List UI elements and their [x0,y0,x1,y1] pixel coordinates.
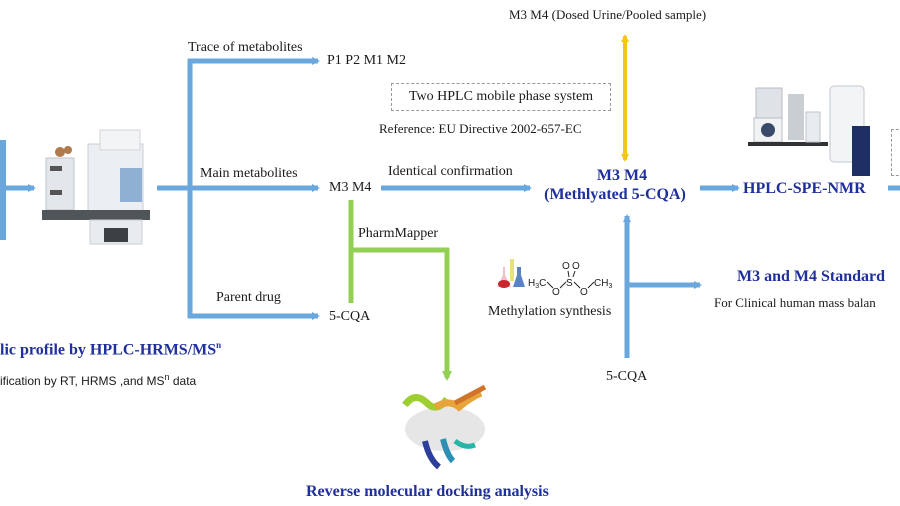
standards-title: M3 and M4 Standard [737,268,886,285]
methylation-formula: H3C O S O O O CH3 [528,260,623,298]
parent-target: 5-CQA [329,309,371,324]
svg-text:O: O [552,287,560,296]
trace-label: Trace of metabolites [188,40,303,55]
urine-sample-label: M3 M4 (Dosed Urine/Pooled sample) [509,7,707,22]
svg-text:O: O [580,287,588,296]
pharmmapper-label: PharmMapper [358,226,439,241]
trace-target: P1 P2 M1 M2 [327,53,406,68]
docking-label: Reverse molecular docking analysis [306,483,549,500]
protein-structure [395,384,495,475]
mobile-phase-box: Two HPLC mobile phase system [391,83,611,111]
svg-text:O: O [572,261,580,272]
hplc-hrms-instrument-icon [42,129,150,245]
standards-subtitle: For Clinical human mass balan [714,295,876,310]
center-node-line2: (Methlyated 5-CQA) [544,186,686,203]
protein-structure-icon [402,384,487,470]
hplc-hrms-instrument [40,128,152,246]
svg-text:O: O [562,261,570,272]
main-target: M3 M4 [329,180,372,195]
left-panel-subtitle: ification by RT, HRMS ,and MSn data [0,372,197,388]
methylation-source: 5-CQA [606,369,648,384]
identical-confirmation-label: Identical confirmation [388,164,513,179]
dimethyl-sulfate-structure: H3C O S O O O CH3 [528,261,612,298]
hplc-spe-nmr-instrument [748,78,883,180]
parent-label: Parent drug [216,290,281,305]
hplc-spe-nmr-instrument-icon [748,85,870,176]
methylation-label: Methylation synthesis [488,304,612,319]
nmr-label: HPLC-SPE-NMR [743,180,866,197]
reference-text: Reference: EU Directive 2002-657-EC [379,121,582,136]
flask-icon [497,259,525,289]
center-node-line1: M3 M4 [596,167,648,184]
left-panel-title: lic profile by HPLC-HRMS/MSn [0,340,222,359]
nmr-side-box [891,129,900,176]
svg-text:S: S [566,278,573,289]
center-node: M3 M4 (Methlyated 5-CQA) [532,166,712,204]
main-label: Main metabolites [200,166,298,181]
svg-text:CH3: CH3 [594,278,612,290]
svg-text:H3C: H3C [528,278,546,290]
